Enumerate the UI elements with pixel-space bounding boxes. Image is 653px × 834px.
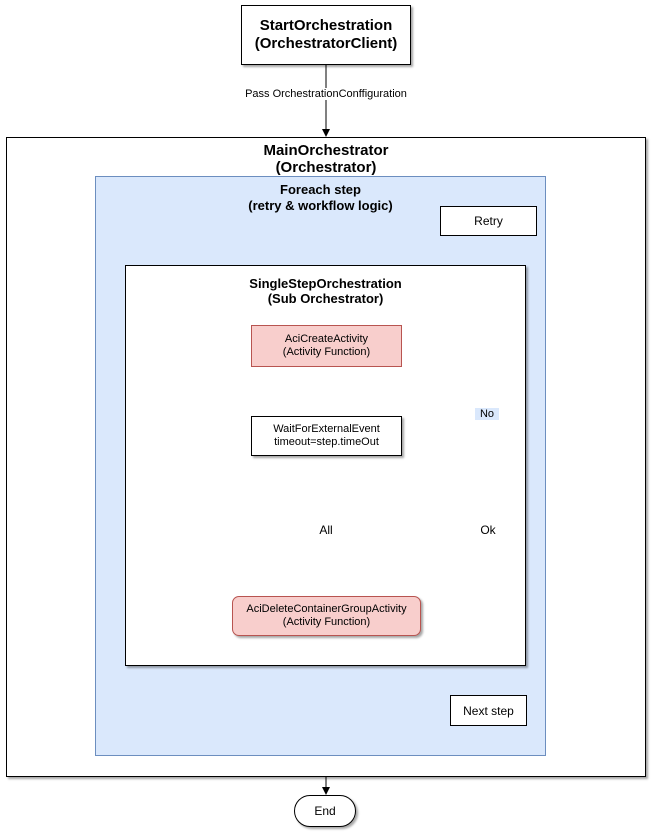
aci-delete-container-group-activity-node[interactable]: AciDeleteContainerGroupActivity (Activit… [232, 596, 421, 636]
aci-create-activity-node[interactable]: AciCreateActivity (Activity Function) [251, 325, 402, 367]
retry-node[interactable]: Retry [440, 206, 537, 236]
no-edge-label: No [475, 408, 499, 420]
create-activity-line2: (Activity Function) [282, 346, 371, 358]
create-activity-line1: AciCreateActivity [284, 333, 369, 345]
pass-configuration-edge-label: Pass OrchestrationConffiguration [226, 88, 426, 100]
main-orchestrator-title: MainOrchestrator (Orchestrator) [6, 142, 646, 176]
single-title-line2: (Sub Orchestrator) [267, 291, 384, 306]
delete-activity-line1: AciDeleteContainerGroupActivity [246, 603, 407, 615]
retry-label: Retry [474, 214, 503, 228]
start-orchestration-node[interactable]: StartOrchestration (OrchestratorClient) [241, 5, 411, 65]
start-node-line2: (OrchestratorClient) [254, 35, 398, 52]
decision-all-label: All [319, 523, 333, 537]
start-node-line1: StartOrchestration [259, 17, 393, 34]
main-title-line2: (Orchestrator) [275, 159, 377, 176]
next-step-label: Next step [463, 703, 514, 718]
single-title-line1: SingleStepOrchestration [249, 276, 402, 291]
main-title-line1: MainOrchestrator [263, 142, 389, 159]
end-label: End [314, 804, 336, 818]
decision-ok-label: Ok [480, 523, 496, 537]
wait-event-line2: timeout=step.timeOut [274, 436, 379, 448]
foreach-title-line2: (retry & workflow logic) [248, 198, 393, 213]
single-step-title: SingleStepOrchestration (Sub Orchestrato… [125, 276, 526, 306]
foreach-step-title: Foreach step (retry & workflow logic) [95, 182, 546, 214]
delete-activity-line2: (Activity Function) [282, 616, 371, 628]
wait-for-external-event-node[interactable]: WaitForExternalEvent timeout=step.timeOu… [251, 416, 402, 456]
wait-event-line1: WaitForExternalEvent [273, 423, 380, 435]
end-terminal-node[interactable]: End [294, 795, 356, 827]
foreach-title-line1: Foreach step [280, 182, 361, 197]
next-step-node[interactable]: Next step [450, 695, 527, 726]
